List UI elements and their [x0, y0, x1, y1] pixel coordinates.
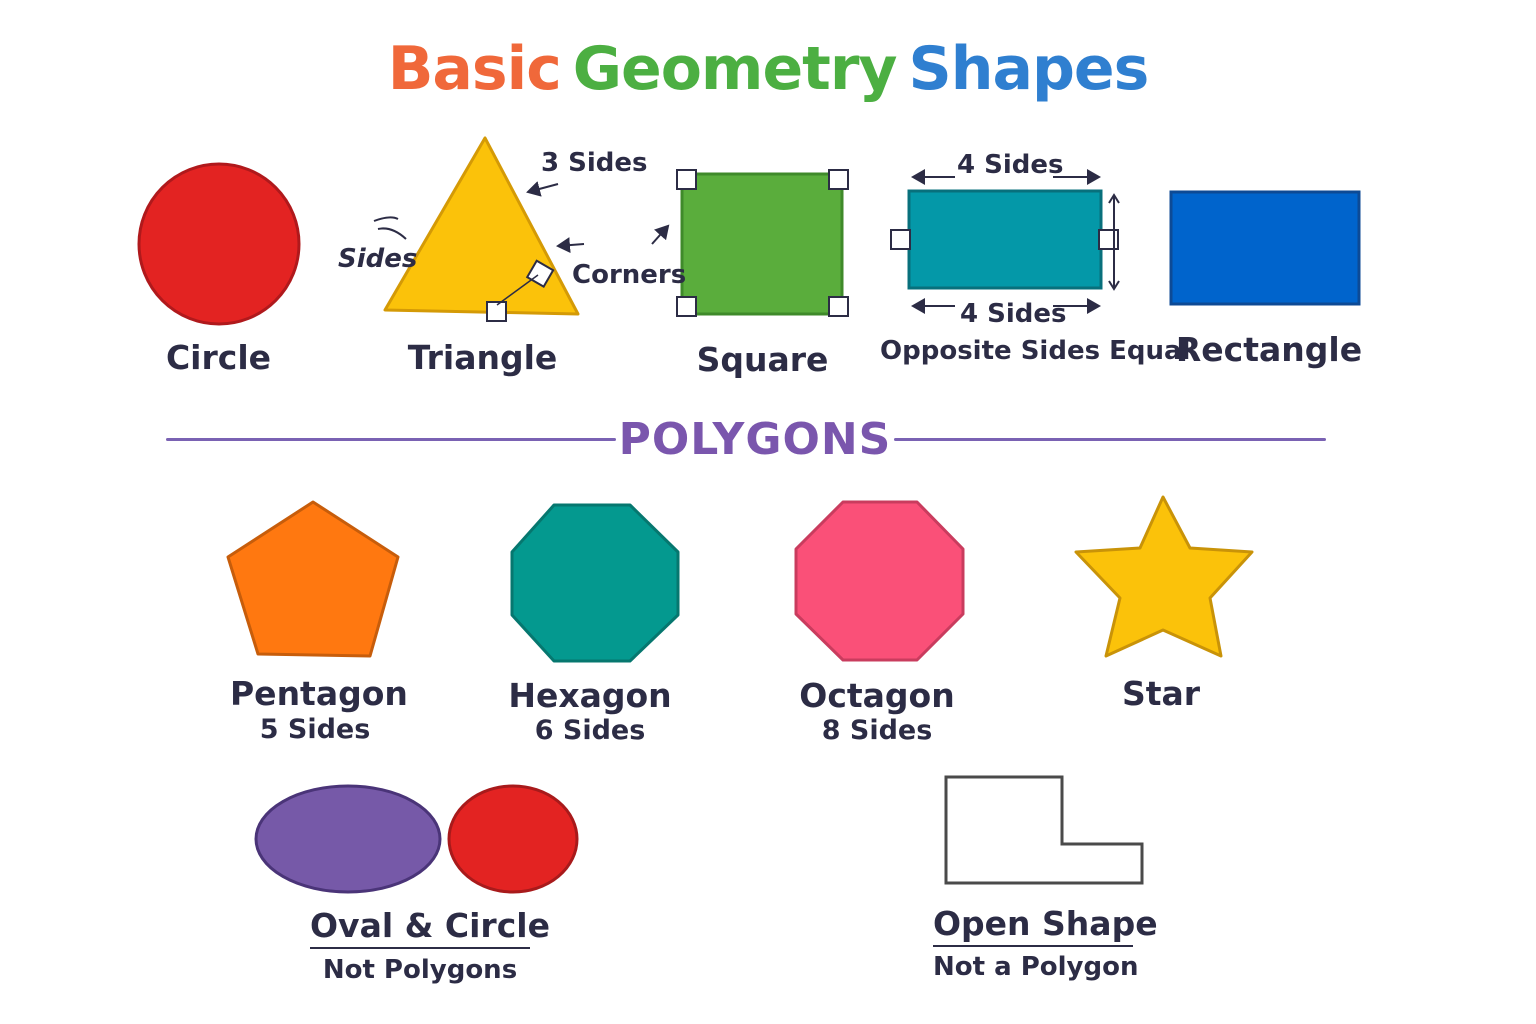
- square-arrow: [651, 224, 670, 245]
- square-corner-marker: [828, 296, 849, 317]
- rect-vertical-arrowheads: [1108, 193, 1120, 291]
- triangle-sides-label: Sides: [338, 244, 418, 274]
- divider-right: [894, 438, 1326, 441]
- hexagon-sides: 6 Sides: [534, 715, 646, 746]
- square-corner-marker: [676, 169, 697, 190]
- triangle-sides-note: 3 Sides: [541, 148, 648, 178]
- pentagon-label: Pentagon: [230, 674, 408, 713]
- title-word-basic: Basic: [387, 34, 562, 104]
- triangle-corner-marker: [486, 301, 507, 322]
- curves-note: Not Polygons: [322, 955, 518, 985]
- corners-arrow: [556, 237, 585, 254]
- hexagon-label: Hexagon: [508, 676, 672, 715]
- oval-shape: [254, 784, 442, 894]
- rect-side-marker: [890, 229, 911, 250]
- circle-shape: [137, 162, 301, 326]
- rect-bottom-note: 4 Sides: [960, 299, 1067, 329]
- triangle-shape: [383, 136, 580, 316]
- corner-connector: [496, 274, 539, 306]
- octagon-label: Octagon: [799, 676, 955, 715]
- triangle-corner-marker: [525, 259, 555, 289]
- octagon-sides: 8 Sides: [821, 715, 933, 746]
- square-shape: [680, 172, 844, 316]
- octagon-shape: [794, 500, 965, 662]
- divider-left: [166, 438, 616, 441]
- rect-side-marker: [1098, 229, 1119, 250]
- pentagon-shape: [226, 500, 400, 658]
- open-shape-note: Not a Polygon: [933, 952, 1139, 982]
- triangle-label: Triangle: [407, 338, 558, 377]
- rectangle-shape: [1169, 190, 1361, 306]
- rectangle-label: Rectangle: [1175, 330, 1363, 369]
- rect-caption: Opposite Sides Equal: [880, 336, 1191, 366]
- square-corner-marker: [676, 296, 697, 317]
- pentagon-sides: 5 Sides: [259, 714, 371, 745]
- teal-rectangle-shape: [907, 189, 1103, 290]
- small-circle-shape: [447, 784, 579, 894]
- sides-tick-marks: [373, 216, 407, 240]
- circle-label: Circle: [165, 338, 272, 377]
- rect-top-note: 4 Sides: [957, 150, 1064, 180]
- open-shape: [944, 775, 1144, 885]
- sides-arrow: [526, 181, 559, 197]
- polygons-heading: POLYGONS: [618, 414, 892, 465]
- hexagon-shape: [510, 503, 680, 663]
- star-label: Star: [1121, 674, 1201, 713]
- triangle-corners-label: Corners: [572, 260, 687, 290]
- star-shape: [1074, 495, 1254, 658]
- title-word-shapes: Shapes: [908, 34, 1150, 104]
- open-shape-title: Open Shape: [933, 904, 1158, 947]
- square-label: Square: [696, 340, 829, 379]
- square-corner-marker: [828, 169, 849, 190]
- title-word-geometry: Geometry: [572, 34, 898, 104]
- curves-title: Oval & Circle: [310, 906, 550, 949]
